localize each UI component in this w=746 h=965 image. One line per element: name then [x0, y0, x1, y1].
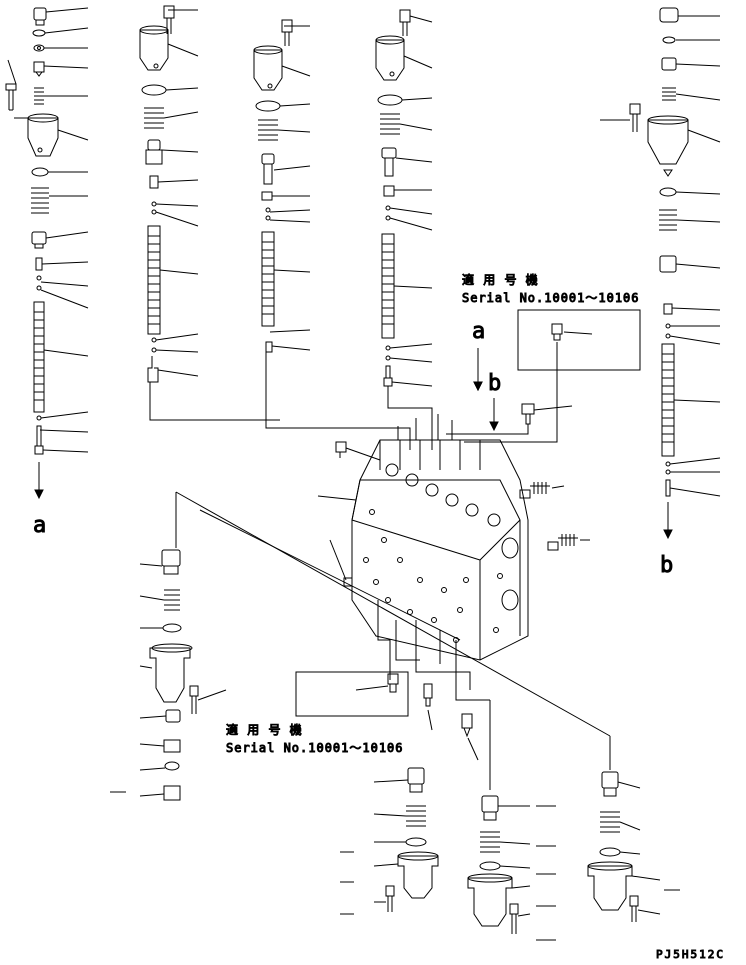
drawing-code: PJ5H512C [656, 948, 725, 961]
serial-note-bottom [295, 671, 409, 717]
serial-note-top [464, 309, 641, 443]
serial-note-top-heading: 適 用 号 機 [462, 272, 539, 287]
serial-note-bottom-heading: 適 用 号 機 [226, 722, 303, 737]
control-valve-body [175, 414, 611, 790]
lower-center-stack-2 [467, 795, 556, 941]
right-spool-stack [600, 7, 721, 540]
spool-stack-2 [139, 5, 280, 421]
serial-note-bottom-serial: Serial No.10001～10106 [226, 741, 404, 755]
spool-stack-4 [375, 9, 433, 450]
arrow-label-a-center: a [472, 319, 485, 344]
lower-left-stack [110, 492, 227, 801]
lower-center-stack [340, 767, 439, 915]
serial-note-top-serial: Serial No.10001～10106 [462, 291, 640, 305]
left-spool-stack [5, 7, 89, 500]
arrow-label-b-right: b [660, 553, 673, 578]
arrow-label-a-left: a [33, 513, 46, 538]
spool-stack-3 [253, 19, 411, 450]
lower-right-stack [587, 771, 680, 922]
arrow-label-b-center: b [488, 371, 501, 396]
